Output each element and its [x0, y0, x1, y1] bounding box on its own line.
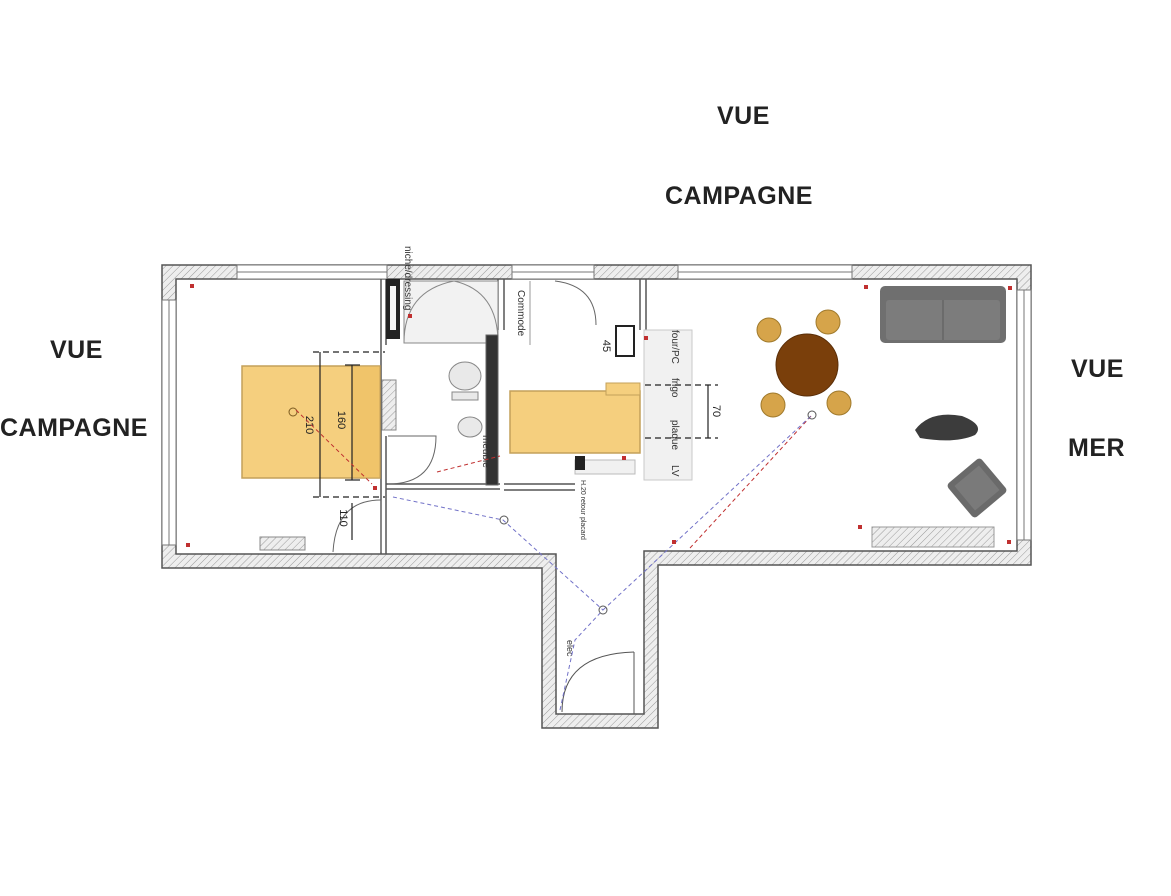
view-left-line1: VUE — [50, 336, 103, 364]
label-lv: LV — [669, 465, 680, 477]
entry-door — [561, 651, 635, 714]
kitchen-counter-back — [509, 390, 641, 454]
view-top-line2: CAMPAGNE — [665, 182, 813, 210]
bathroom-door-swing — [387, 435, 437, 485]
armchair — [947, 458, 1007, 518]
light-point-3 — [807, 410, 817, 420]
bedroom-door-swing — [332, 499, 382, 553]
light-point-1 — [499, 515, 509, 525]
label-plaque: plaque — [669, 420, 680, 450]
bed — [241, 365, 381, 479]
bed-dimensions — [313, 351, 385, 540]
outer-walls — [161, 264, 1032, 729]
view-right-line2: MER — [1068, 434, 1126, 462]
chair-4 — [826, 390, 852, 416]
chair-3 — [760, 392, 786, 418]
socket-marks — [186, 284, 1012, 547]
electric-lines — [295, 409, 813, 711]
dining-set — [756, 309, 852, 418]
cabinet-dim: 45 — [600, 340, 612, 352]
kitchen — [509, 325, 693, 481]
toilet — [448, 361, 482, 391]
label-niche: niche/dressing — [402, 246, 413, 310]
counter-depth-dim: 70 — [710, 405, 722, 417]
rug — [915, 414, 979, 441]
bed-headboard — [351, 365, 381, 479]
view-right-line1: VUE — [1071, 355, 1124, 383]
kitchen-counter-top — [605, 382, 641, 396]
view-left-line2: CAMPAGNE — [0, 414, 148, 442]
label-frigo: frigo — [669, 378, 680, 398]
chair-1 — [756, 317, 782, 343]
bathroom-cabinet — [485, 334, 499, 486]
light-point-2 — [598, 605, 608, 615]
living-radiator — [871, 526, 995, 548]
label-four-pc: four/PC — [669, 330, 680, 364]
entry-radiator-bedroom — [381, 379, 397, 431]
bathroom — [332, 280, 597, 553]
door-width-dim: 110 — [337, 509, 349, 527]
shower-tray — [403, 280, 499, 344]
kitchen-cabinet-45 — [615, 325, 635, 357]
bed-length-dim: 210 — [303, 416, 315, 434]
label-radiateur-note: H.20 retour placard — [579, 480, 586, 540]
kitchen-tall-unit — [643, 329, 693, 481]
view-top-line1: VUE — [717, 102, 770, 130]
sofa — [880, 286, 1006, 343]
bed-width-dim: 160 — [335, 411, 347, 429]
dining-table — [775, 333, 839, 397]
commode-door-swing — [554, 280, 597, 326]
sink — [457, 416, 483, 438]
label-meuble: meuble — [480, 435, 491, 468]
counter-dimension — [645, 384, 718, 439]
label-elec: elec — [565, 640, 575, 657]
label-commode: Commode — [515, 290, 526, 337]
bedroom-radiator — [259, 536, 306, 551]
chair-2 — [815, 309, 841, 335]
